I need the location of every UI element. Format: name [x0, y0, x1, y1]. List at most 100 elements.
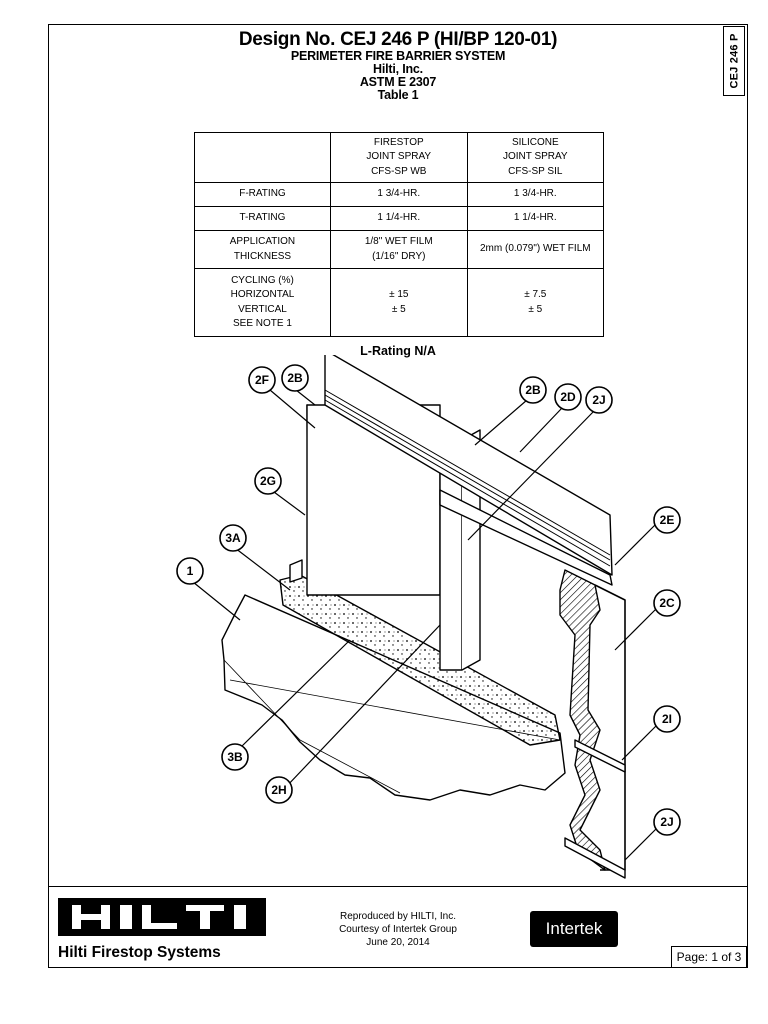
cell-line: 1 3/4-HR.	[513, 188, 557, 200]
callout-bubble: 2C	[653, 589, 681, 617]
page-number: Page: 1 of 3	[671, 946, 747, 968]
callout-bubble: 2D	[554, 383, 582, 411]
company-name: Hilti, Inc.	[373, 62, 423, 77]
column-header-line: JOINT SPRAY	[502, 151, 568, 163]
cell-line: 1 3/4-HR.	[377, 188, 421, 200]
table-corner-cell	[194, 132, 331, 183]
design-title: Design No. CEJ 246 P (HI/BP 120-01)	[238, 29, 558, 50]
transom-beam	[574, 739, 626, 773]
column-header-line: CFS-SP SIL	[508, 165, 563, 177]
callout-label: 2B	[287, 371, 303, 385]
hilti-logo	[58, 898, 266, 936]
logo-subtitle: Hilti Firestop Systems	[58, 944, 221, 961]
callout-bubble: 2J	[653, 808, 681, 836]
row-label-line: T-RATING	[239, 212, 286, 224]
callout-bubble: 3A	[219, 524, 247, 552]
table-cell: ± 7.5 ± 5	[466, 268, 605, 337]
cell-line: 1 1/4-HR.	[513, 212, 557, 224]
callout-bubble: 2B	[281, 364, 309, 392]
callout-bubble: 2I	[653, 705, 681, 733]
column-header-line: JOINT SPRAY	[366, 151, 432, 163]
cell-line: 1/8" WET FILM	[364, 236, 433, 247]
row-label-line: VERTICAL	[238, 303, 287, 315]
row-label: T-RATING	[194, 206, 331, 231]
table-cell: 1 3/4-HR.	[329, 182, 468, 207]
row-label-line: F-RATING	[239, 188, 286, 200]
cell-line: ± 7.5	[524, 289, 547, 300]
row-label-line: APPLICATION	[229, 236, 296, 247]
table-cell: ± 15 ± 5	[329, 268, 468, 337]
callout-label: 2E	[660, 513, 675, 527]
callout-bubble: 2F	[248, 366, 276, 394]
intertek-logo: Intertek	[530, 911, 618, 947]
callout-label: 2J	[592, 393, 605, 407]
cell-line: (1/16" DRY)	[372, 250, 426, 262]
row-label: CYCLING (%) HORIZONTAL VERTICAL SEE NOTE…	[194, 268, 331, 337]
floor-slab	[221, 594, 566, 801]
callout-label: 3A	[225, 531, 241, 545]
callout-bubble: 2B	[519, 376, 547, 404]
glazing-gaskets	[324, 389, 611, 567]
cell-line: ± 15	[389, 289, 409, 300]
row-label: F-RATING	[194, 182, 331, 207]
reproduction-line: June 20, 2014	[366, 937, 430, 948]
interior-wall-section	[559, 569, 606, 871]
row-label-line: SEE NOTE 1	[233, 318, 292, 329]
callout-label: 2B	[525, 383, 541, 397]
callout-bubble: 3B	[221, 743, 249, 771]
table-row: CYCLING (%) HORIZONTAL VERTICAL SEE NOTE…	[194, 268, 605, 337]
row-label-line: HORIZONTAL	[230, 289, 295, 300]
callout-bubble: 2G	[254, 467, 282, 495]
callout-label: 2F	[255, 373, 269, 387]
row-label-line: CYCLING (%)	[231, 274, 294, 286]
table-row: F-RATING 1 3/4-HR. 1 3/4-HR.	[194, 182, 605, 207]
table-header-row: FIRESTOP JOINT SPRAY CFS-SP WB SILICONE …	[194, 132, 605, 183]
footer-divider	[48, 886, 748, 887]
callout-bubble: 1	[176, 557, 204, 585]
column-header-line: SILICONE	[511, 136, 559, 148]
callout-leaders	[192, 389, 661, 861]
reproduction-line: Courtesy of Intertek Group	[339, 924, 457, 935]
l-rating: L-Rating N/A	[360, 344, 436, 358]
table-row: APPLICATION THICKNESS 1/8" WET FILM (1/1…	[194, 230, 605, 269]
callout-bubble: 2E	[653, 506, 681, 534]
row-label: APPLICATION THICKNESS	[194, 230, 331, 269]
angle-clip	[289, 559, 303, 583]
table-cell: 1 1/4-HR.	[466, 206, 605, 231]
document-frame	[48, 24, 748, 968]
column-header-line: FIRESTOP	[373, 136, 424, 148]
assembly-drawing: 2F 2B 2B 2D 2J 2G 2E 3A 1 2C 2I 3B 2H 2J	[176, 355, 681, 879]
system-name: PERIMETER FIRE BARRIER SYSTEM	[290, 48, 506, 63]
reproduction-line: Reproduced by HILTI, Inc.	[340, 911, 456, 922]
column-header: FIRESTOP JOINT SPRAY CFS-SP WB	[329, 132, 468, 183]
table-label: Table 1	[377, 88, 419, 103]
table-cell: 1 1/4-HR.	[329, 206, 468, 231]
table-row: T-RATING 1 1/4-HR. 1 1/4-HR.	[194, 206, 605, 231]
column-header: SILICONE JOINT SPRAY CFS-SP SIL	[466, 132, 605, 183]
rating-table: FIRESTOP JOINT SPRAY CFS-SP WB SILICONE …	[194, 132, 605, 337]
table-cell: 1 3/4-HR.	[466, 182, 605, 207]
wall-steel-frame	[594, 584, 626, 871]
horizontal-transom	[439, 489, 613, 586]
callouts: 2F 2B 2B 2D 2J 2G 2E 3A 1 2C 2I 3B 2H 2J	[176, 364, 681, 836]
callout-bubble: 2J	[585, 386, 613, 414]
callout-label: 3B	[227, 750, 243, 764]
table-cell: 2mm (0.079") WET FILM	[466, 230, 605, 269]
reproduction-note: Reproduced by HILTI, Inc. Courtesy of In…	[318, 910, 478, 949]
callout-label: 2D	[560, 390, 576, 404]
row-label-line: THICKNESS	[233, 250, 292, 262]
hilti-logo-mark	[72, 905, 246, 929]
callout-label: 2G	[260, 474, 276, 488]
callout-label: 2J	[660, 815, 673, 829]
cell-line: 1 1/4-HR.	[377, 212, 421, 224]
design-number-tab: CEJ 246 P	[723, 26, 745, 96]
document-header: Design No. CEJ 246 P (HI/BP 120-01) PERI…	[48, 30, 748, 102]
callout-label: 2H	[271, 783, 286, 797]
test-standard: ASTM E 2307	[359, 75, 437, 90]
cell-line: 2mm (0.079") WET FILM	[479, 243, 591, 255]
column-header-line: CFS-SP WB	[371, 165, 427, 177]
cell-line: ± 5	[391, 303, 406, 315]
table-cell: 1/8" WET FILM (1/16" DRY)	[329, 230, 468, 269]
callout-label: 2I	[662, 712, 672, 726]
bottom-track	[564, 837, 626, 879]
